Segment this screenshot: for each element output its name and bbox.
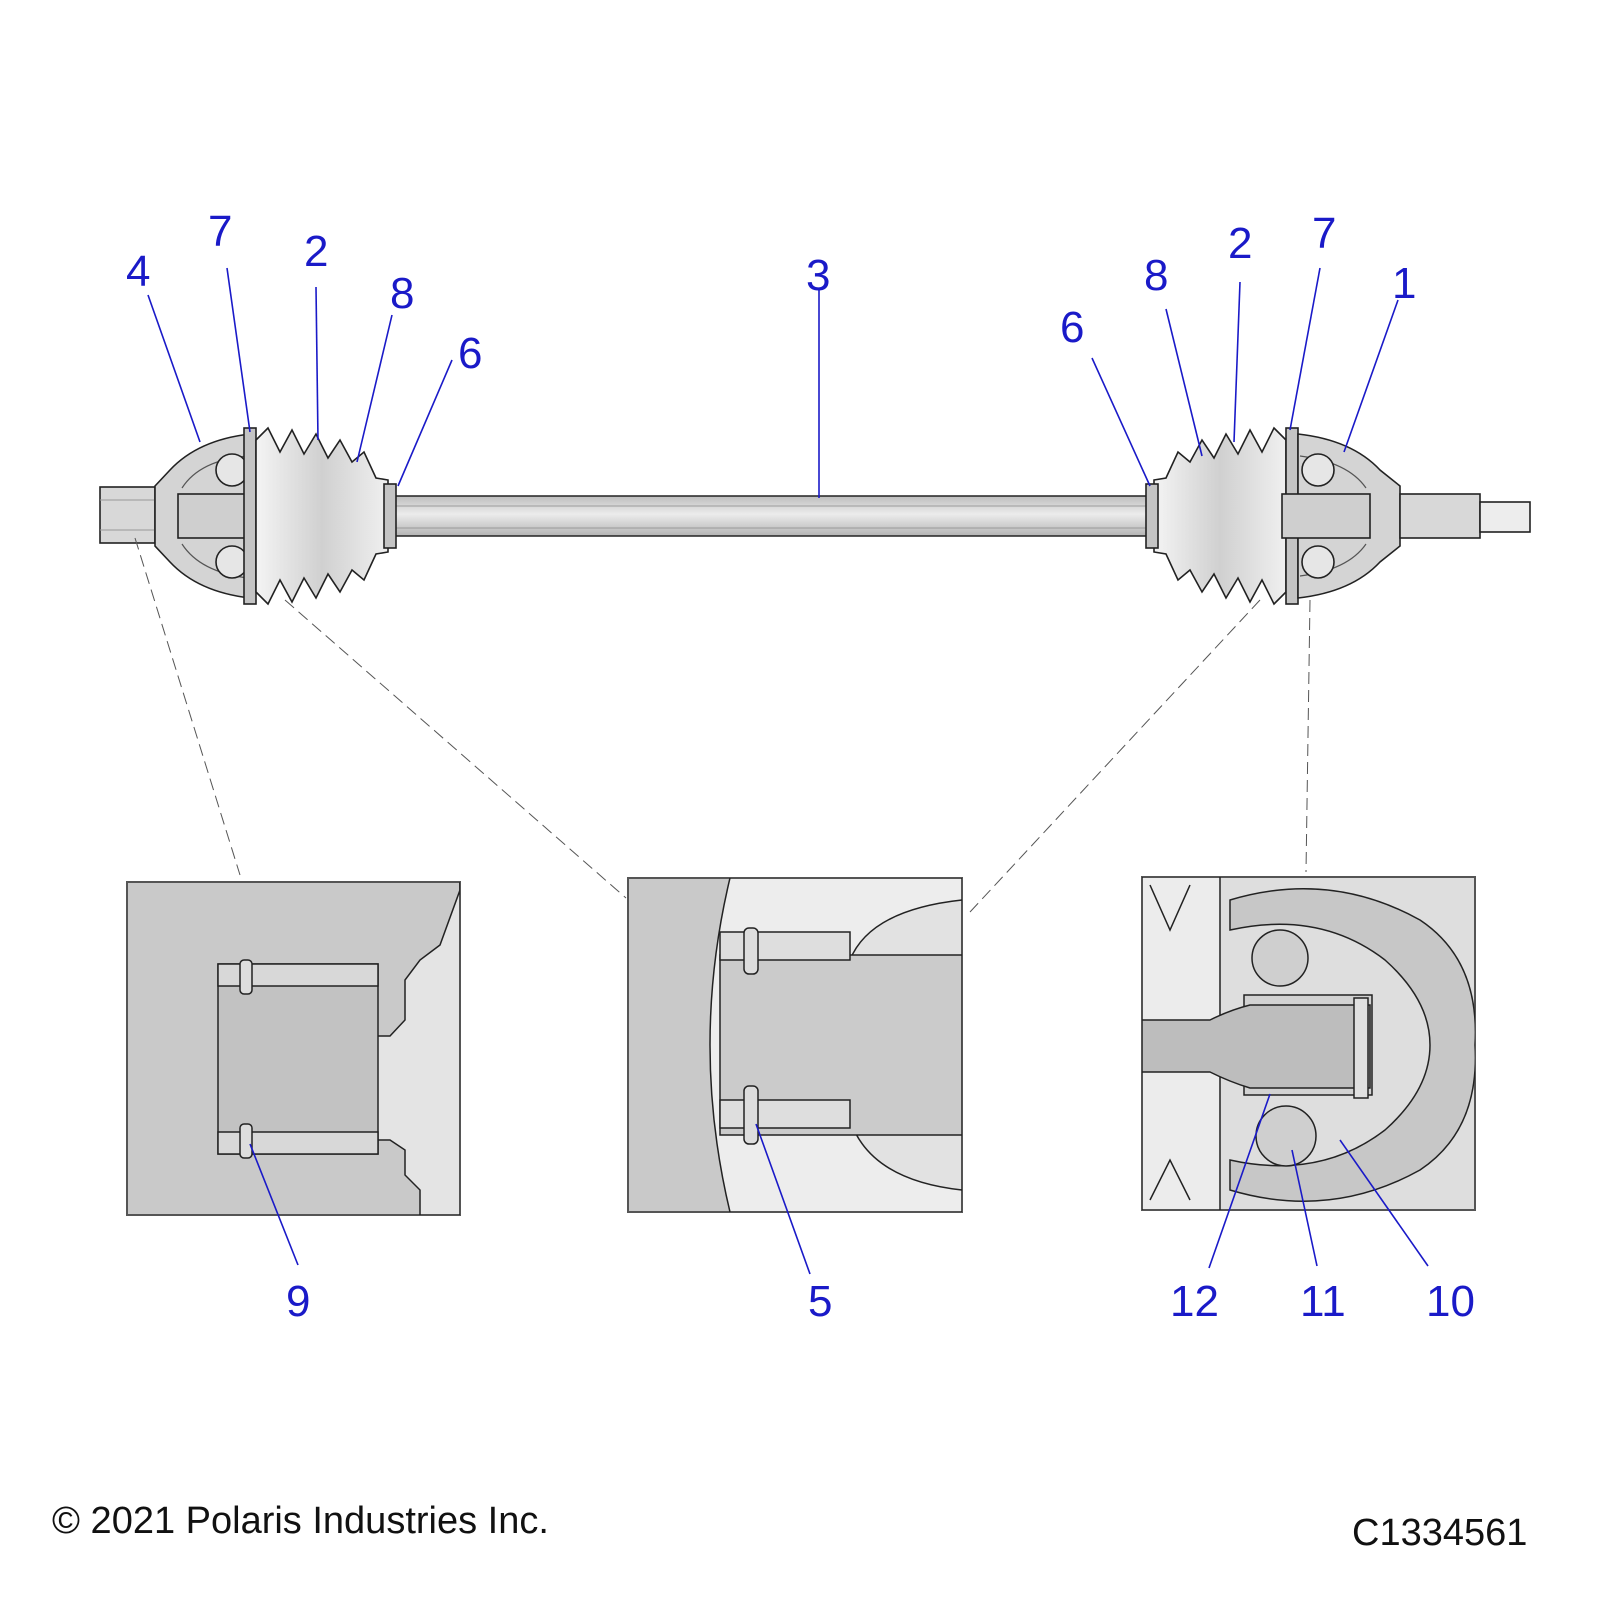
callout-8-right: 8 xyxy=(1144,251,1168,300)
cv-shaft xyxy=(1142,1004,1371,1089)
right-inner-clamp xyxy=(1145,483,1159,549)
left-outer-clamp xyxy=(243,427,257,605)
callout-1-right: 1 xyxy=(1392,259,1416,308)
detail-view-inner-circlip xyxy=(627,877,963,1213)
callout-3-center: 3 xyxy=(806,251,830,300)
leader-lines xyxy=(147,267,1429,1275)
shaft xyxy=(379,495,1171,537)
callout-8-left: 8 xyxy=(390,269,414,318)
callout-2-left: 2 xyxy=(304,227,328,276)
right-stub-shaft xyxy=(1399,493,1481,539)
right-ball-top xyxy=(1301,453,1335,487)
ball-bottom xyxy=(1255,1105,1317,1167)
detail-view-stub-circlip xyxy=(126,881,461,1216)
ball-top xyxy=(1251,929,1309,987)
projection-lines xyxy=(134,537,1311,913)
right-ball-bottom xyxy=(1301,545,1335,579)
left-stub-shaft xyxy=(99,486,156,544)
callout-9: 9 xyxy=(286,1277,310,1326)
copyright-text: © 2021 Polaris Industries Inc. xyxy=(52,1500,549,1542)
callout-7-right: 7 xyxy=(1312,209,1336,258)
right-boot xyxy=(1153,426,1287,606)
left-ball-top xyxy=(215,453,249,487)
callout-4-left: 4 xyxy=(126,247,150,296)
circlip-bottom xyxy=(239,1123,253,1159)
callout-6-left: 6 xyxy=(458,329,482,378)
left-ball-bottom xyxy=(215,545,249,579)
callout-11: 11 xyxy=(1300,1277,1346,1326)
callout-2-right: 2 xyxy=(1228,219,1252,268)
detail-view-cv-joint xyxy=(1141,876,1476,1211)
circlip-top xyxy=(239,959,253,995)
right-stub-tip xyxy=(1479,501,1531,533)
callout-5: 5 xyxy=(808,1277,832,1326)
inner-circlip-bottom xyxy=(743,1085,759,1145)
callout-12: 12 xyxy=(1170,1277,1219,1326)
left-inner-clamp xyxy=(383,483,397,549)
left-boot xyxy=(255,426,389,606)
callout-10: 10 xyxy=(1426,1277,1475,1326)
callout-7-left: 7 xyxy=(208,207,232,256)
inner-circlip-top xyxy=(743,927,759,975)
outer-race xyxy=(1229,888,1475,1202)
axle-assembly xyxy=(99,426,1531,606)
drawing-number: C1334561 xyxy=(1352,1512,1528,1554)
callout-6-right: 6 xyxy=(1060,303,1084,352)
